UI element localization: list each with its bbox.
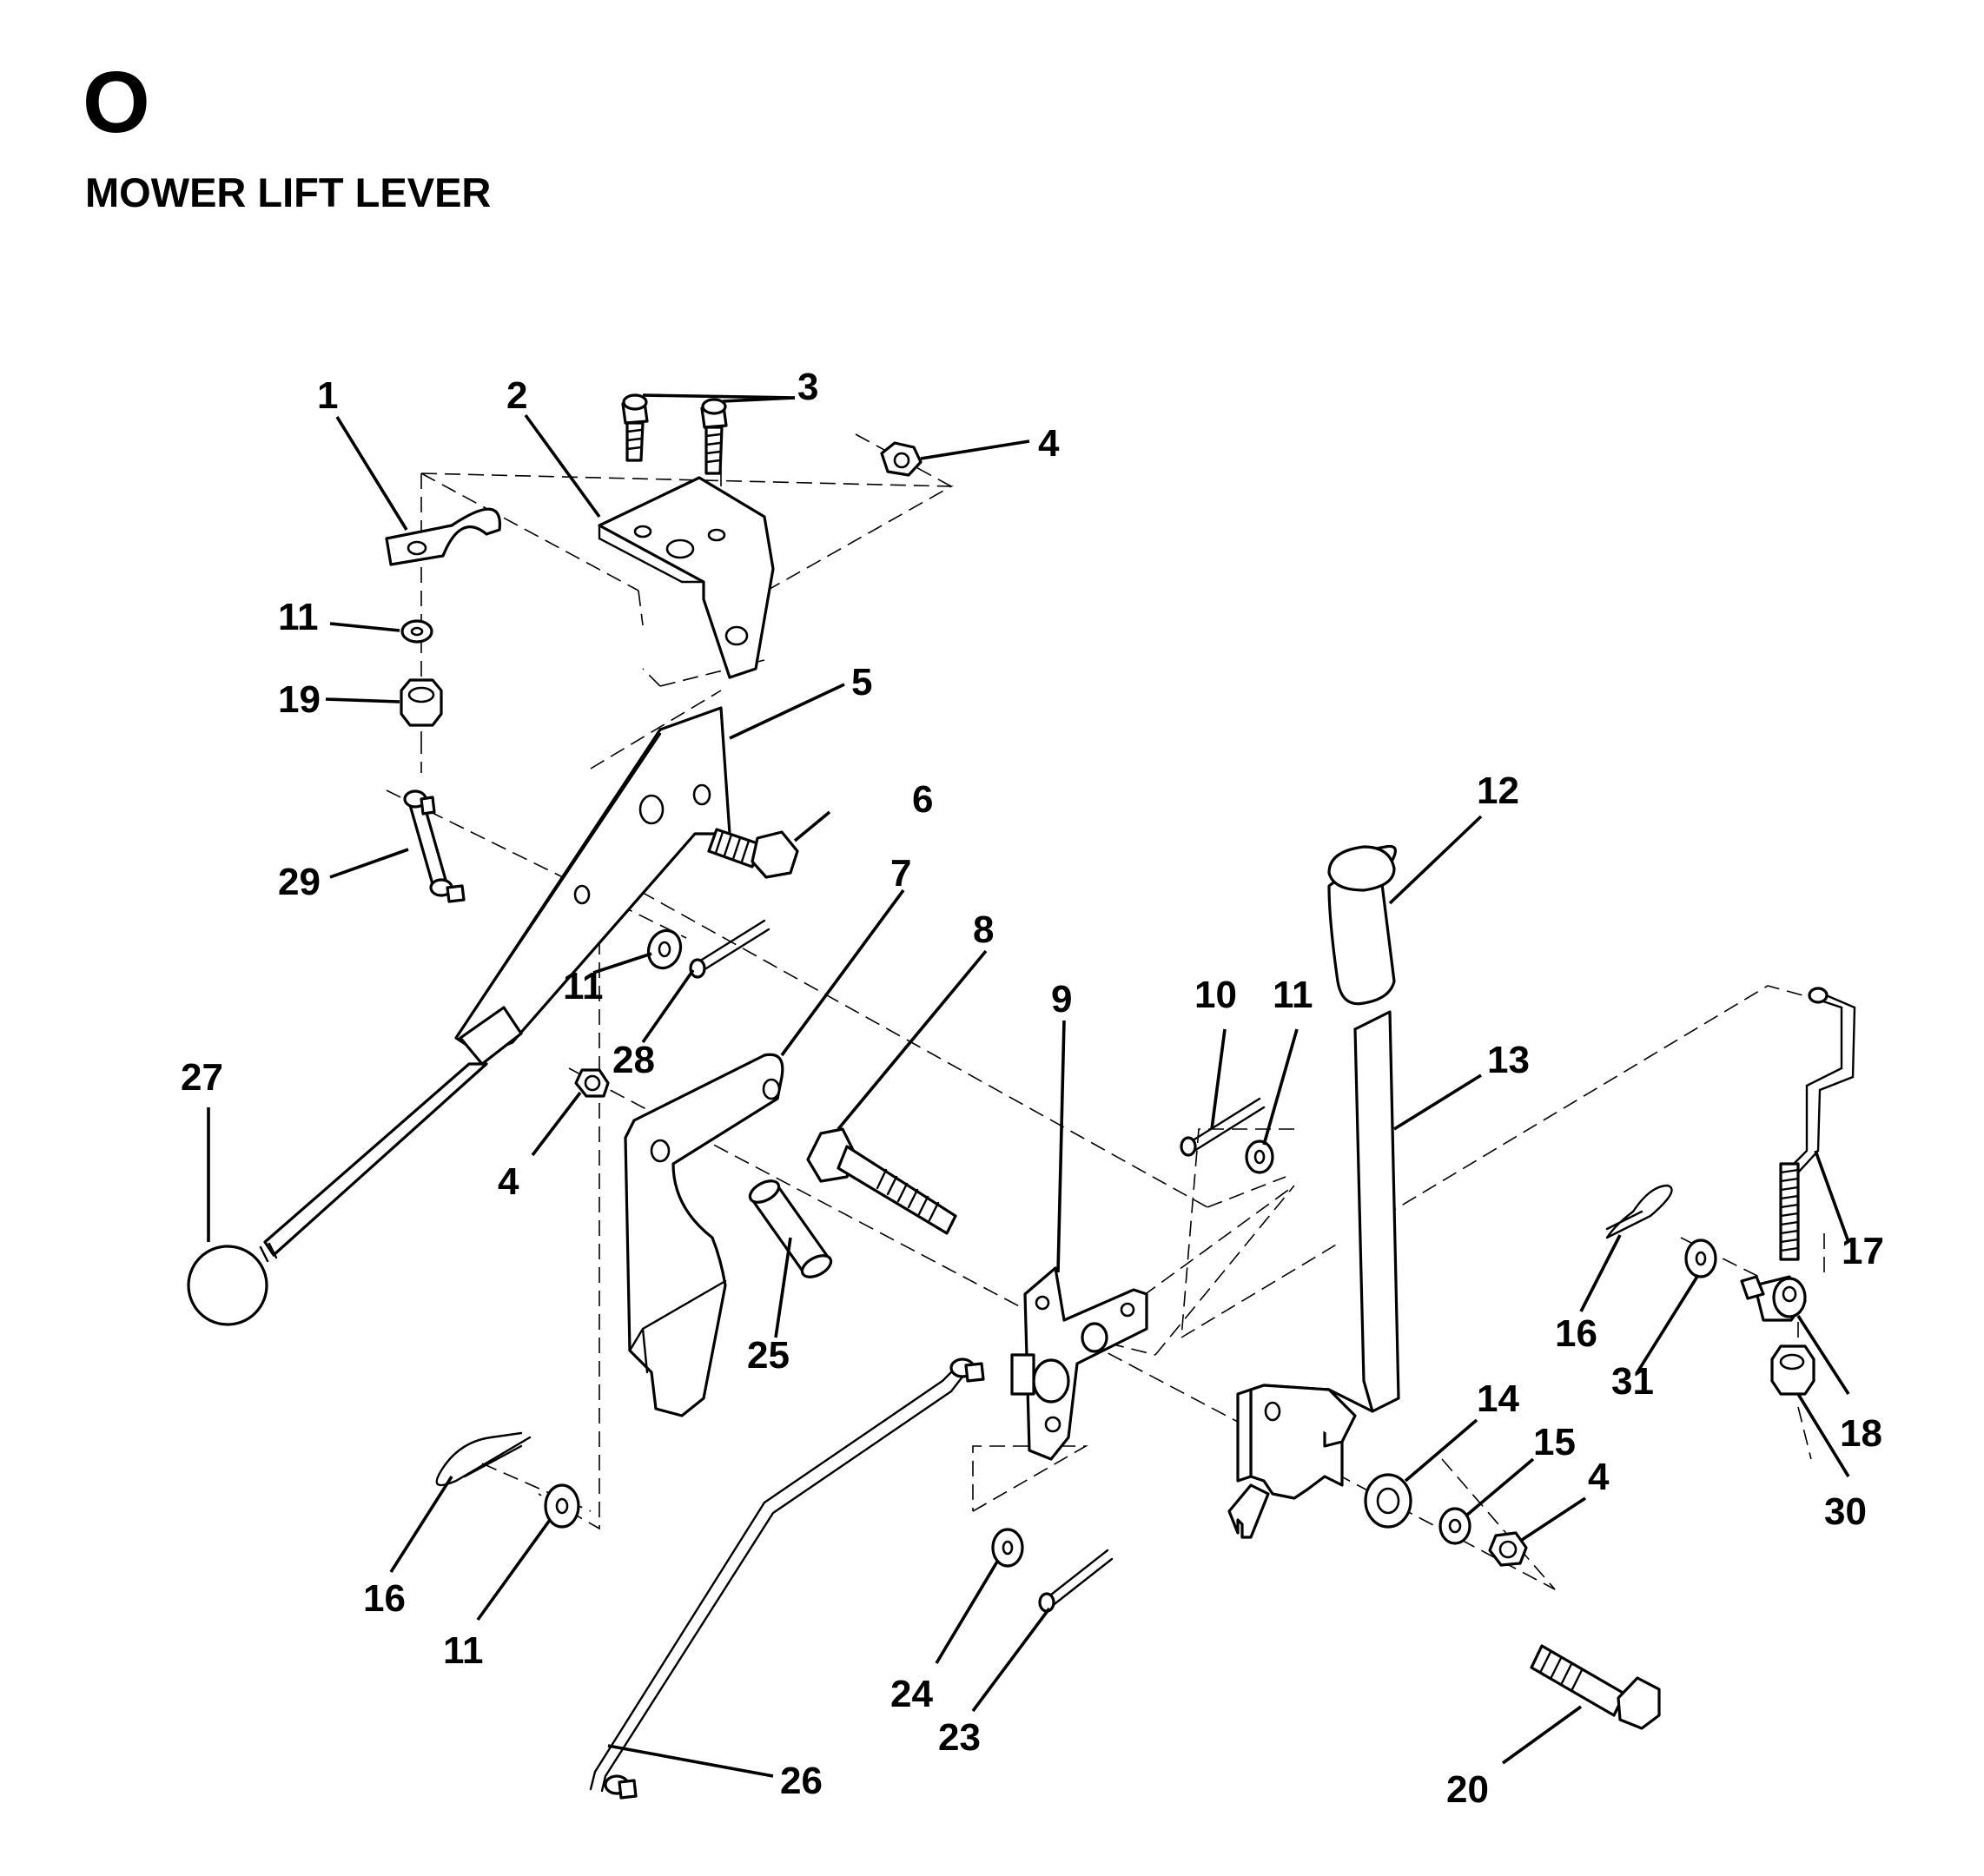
part-4-nut-lower <box>1488 1531 1528 1567</box>
callout-23: 23 <box>938 1716 981 1759</box>
part-3-bolts <box>621 393 728 475</box>
part-2-mounting-bracket <box>598 476 775 679</box>
callout-18: 18 <box>1840 1412 1882 1455</box>
part-28-cotter-pin <box>689 919 770 979</box>
assembly-guide-lines <box>386 433 1825 1590</box>
callout-24: 24 <box>890 1673 933 1715</box>
part-20-bolt <box>1530 1644 1661 1730</box>
callout-9: 9 <box>1051 978 1072 1021</box>
part-11-washer <box>544 1483 580 1529</box>
part-19-nut <box>400 678 443 727</box>
callout-27: 27 <box>181 1056 223 1099</box>
part-5-lift-arm <box>259 706 731 1263</box>
callout-31: 31 <box>1611 1360 1654 1403</box>
callout-5: 5 <box>851 661 872 704</box>
callout-26: 26 <box>780 1760 823 1802</box>
part-26-link-rod <box>589 1357 985 1800</box>
part-15-washer <box>1438 1507 1471 1545</box>
part-31-washer <box>1684 1239 1717 1278</box>
callout-1: 1 <box>317 374 338 417</box>
callout-8: 8 <box>973 908 994 951</box>
callout-20: 20 <box>1446 1768 1489 1811</box>
part-14-bushing <box>1364 1473 1412 1529</box>
section-letter: O <box>83 54 150 151</box>
part-9-pivot-plate <box>1010 1266 1148 1461</box>
callout-28: 28 <box>612 1039 655 1081</box>
part-30-nut <box>1770 1344 1815 1396</box>
page-title: MOWER LIFT LEVER <box>85 169 492 215</box>
part-29-link <box>403 789 466 903</box>
part-12-handle-grip <box>1327 844 1397 1006</box>
callout-3: 3 <box>797 366 818 408</box>
callout-4: 4 <box>498 1160 519 1203</box>
callout-2: 2 <box>506 374 527 417</box>
part-6-bolt <box>707 828 799 879</box>
callout-11: 11 <box>443 1629 484 1672</box>
callout-13: 13 <box>1487 1039 1530 1081</box>
part-24-washer <box>991 1528 1024 1568</box>
part-11-washer <box>646 928 683 970</box>
callout-19: 19 <box>278 678 321 721</box>
part-7-bracket-plate <box>624 1053 784 1417</box>
callout-12: 12 <box>1477 770 1519 812</box>
callout-29: 29 <box>278 861 321 903</box>
part-13-main-lever <box>1227 1010 1400 1539</box>
callout-25: 25 <box>747 1334 790 1377</box>
callout-30: 30 <box>1824 1490 1867 1533</box>
part-8-long-bolt <box>806 1127 957 1235</box>
callout-7: 7 <box>890 852 911 895</box>
leader-lines <box>207 393 1850 1778</box>
callout-11: 11 <box>1273 974 1313 1016</box>
part-25-spacer-tube <box>748 1179 833 1278</box>
part-18-trunnion <box>1740 1275 1807 1322</box>
callout-16: 16 <box>363 1577 406 1620</box>
part-11-washer <box>400 619 433 644</box>
callout-14: 14 <box>1477 1377 1519 1420</box>
part-27-knob <box>187 1245 268 1326</box>
part-1-spring-clip <box>385 507 501 566</box>
part-4-nut-mid <box>574 1068 610 1098</box>
callout-16: 16 <box>1555 1312 1597 1355</box>
callout-labels: 1 2 3 4 5 6 7 8 9 10 11 12 13 11 19 29 1… <box>181 366 1884 1811</box>
callout-17: 17 <box>1842 1230 1884 1272</box>
callout-4: 4 <box>1588 1456 1610 1498</box>
callout-11: 11 <box>563 965 604 1007</box>
part-16-hair-pin <box>1605 1184 1673 1239</box>
part-17-adjustment-rod <box>1779 987 1856 1261</box>
callout-15: 15 <box>1533 1421 1576 1463</box>
callout-6: 6 <box>912 778 933 821</box>
part-4-nut-top <box>880 441 923 477</box>
callout-4: 4 <box>1038 422 1060 465</box>
part-23-cotter-pin <box>1038 1549 1114 1613</box>
callout-10: 10 <box>1194 974 1237 1016</box>
callout-11: 11 <box>278 596 319 638</box>
part-11-washer <box>1245 1139 1274 1174</box>
part-10-cotter-pin <box>1180 1097 1266 1157</box>
